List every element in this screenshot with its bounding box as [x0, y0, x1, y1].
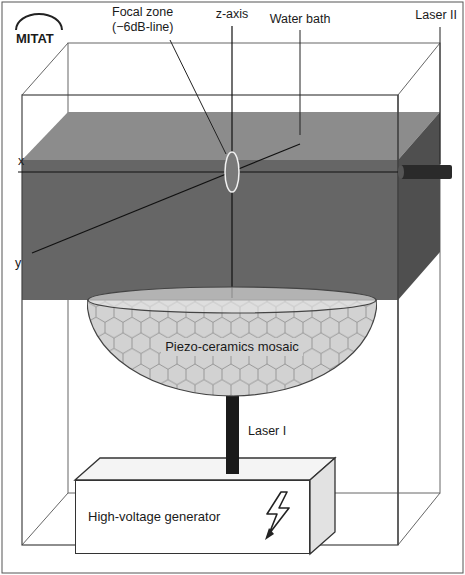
generator-top: [75, 458, 335, 480]
text-holder: High-voltage generator: [88, 509, 220, 525]
callout-label: Laser II: [415, 8, 457, 23]
axis-label: y: [15, 256, 21, 271]
transducer-bowl: Piezo-ceramics mosaic: [87, 286, 377, 398]
axis-label: x: [18, 154, 24, 169]
tank-front: [22, 95, 398, 545]
focal-zone: [225, 152, 239, 192]
lightning-symbol: [257, 490, 301, 542]
logo: MITAT: [16, 31, 54, 47]
generator-box: High-voltage generator: [75, 480, 310, 554]
part-label: Piezo-ceramics mosaic: [161, 338, 303, 356]
water-bath: [22, 112, 440, 300]
laser-rod: [398, 165, 452, 179]
leader-lines: [170, 27, 440, 164]
text-holder: Piezo-ceramics mosaic: [161, 338, 303, 356]
box-label: High-voltage generator: [88, 509, 220, 525]
axis-label: z-axis: [216, 7, 249, 22]
axes: [18, 26, 402, 298]
tank-outline: [22, 43, 440, 545]
callout-label: Focal zone (−6dB-line): [112, 5, 196, 35]
logo-arch: [16, 14, 62, 30]
callout-label: Laser I: [248, 424, 286, 439]
callout-label: Water bath: [270, 12, 331, 27]
generator-side: [310, 458, 335, 554]
laser-rod: [226, 394, 239, 474]
